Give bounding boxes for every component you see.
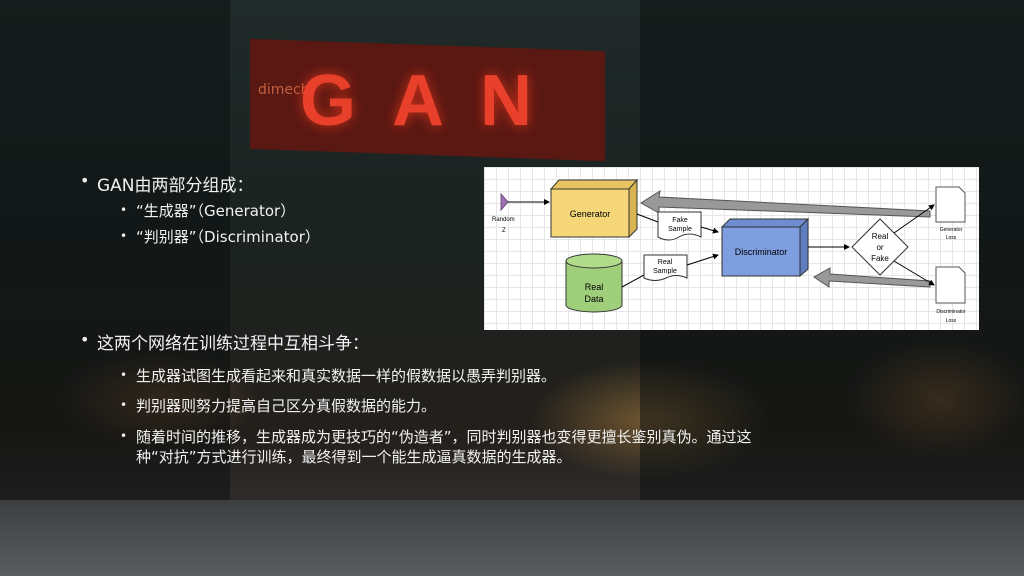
generator-loss-label-1: Generator [940, 227, 963, 233]
real-sample-doc [643, 254, 688, 281]
gan-diagram-svg: Random Z Generator Fake Sample Real Data… [492, 178, 966, 324]
fake-label: Fake [672, 217, 688, 224]
decision-label-3: Fake [871, 254, 889, 263]
discriminator-loss-label-1: Discriminator [936, 309, 966, 315]
generator-loss-label-2: Loss [946, 235, 957, 241]
z-label: Z [502, 228, 506, 234]
real-sample-label: Sample [653, 268, 677, 275]
decision-label-1: Real [872, 232, 889, 241]
bullet-icon: • [120, 429, 128, 443]
gan-diagram: Random Z Generator Fake Sample Real Data… [484, 167, 979, 330]
bullet-icon: • [80, 330, 90, 349]
discriminator-box-top [720, 218, 810, 228]
bullet-point-3a: 随着时间的推移，生成器成为更技巧的“伪造者”，同时判别器也变得更擅长鉴别真伪。通… [136, 428, 752, 446]
arrow-real-to-discriminator [686, 253, 719, 266]
real-data-cylinder [565, 261, 623, 313]
bullet-point-1: 生成器试图生成看起来和真实数据一样的假数据以愚弄判别器。 [136, 367, 557, 385]
discriminator-loss-feedback-arrow [813, 267, 931, 288]
real-data-cylinder-top [565, 253, 623, 269]
decision-label-2: or [876, 243, 883, 252]
connector [621, 274, 645, 288]
arrow-to-discriminator-loss [893, 260, 935, 286]
bullet-sub-1: “生成器”（Generator） [136, 202, 296, 220]
arrow-fake-to-discriminator [700, 226, 719, 234]
bullet-icon: • [120, 398, 128, 412]
discriminator-label: Discriminator [735, 247, 788, 257]
bullet-icon: • [120, 229, 128, 243]
generator-label: Generator [570, 209, 611, 219]
fake-sample-label: Sample [668, 226, 692, 233]
bullet-icon: • [120, 368, 128, 382]
bullet-icon: • [80, 171, 90, 190]
generator-box-top [549, 179, 639, 190]
bullet-point-2: 判别器则努力提高自己区分真假数据的能力。 [136, 397, 437, 415]
real-label: Real [658, 259, 673, 266]
random-z-triangle [500, 192, 509, 212]
generator-box-side [628, 178, 638, 239]
background-building [0, 0, 230, 520]
generator-box [550, 188, 630, 238]
discriminator-loss-label-2: Loss [946, 318, 957, 324]
connector [636, 213, 659, 223]
bullet-icon: • [120, 203, 128, 217]
real-data-label-1: Real [585, 282, 604, 292]
discriminator-box [721, 226, 801, 277]
bullet-main-2: 这两个网络在训练过程中互相斗争： [97, 334, 369, 354]
bullet-point-3b: 种“对抗”方式进行训练，最终得到一个能生成逼真数据的生成器。 [136, 448, 572, 466]
discriminator-loss-doc-icon [935, 266, 966, 304]
generator-loss-doc-icon [935, 186, 966, 223]
bullet-main-1: GAN由两部分组成： [97, 176, 254, 196]
random-label: Random [492, 217, 515, 223]
street [0, 500, 1024, 576]
fake-sample-doc [657, 211, 702, 241]
sign-small-text: dimech [258, 82, 310, 98]
generator-loss-feedback-arrow [640, 189, 931, 218]
discriminator-box-side [799, 217, 809, 278]
bullet-sub-2: “判别器”（Discriminator） [136, 228, 320, 246]
real-data-label-2: Data [584, 294, 603, 304]
arrow-to-generator-loss [893, 204, 935, 234]
gan-sign-text: GAN [300, 61, 568, 141]
